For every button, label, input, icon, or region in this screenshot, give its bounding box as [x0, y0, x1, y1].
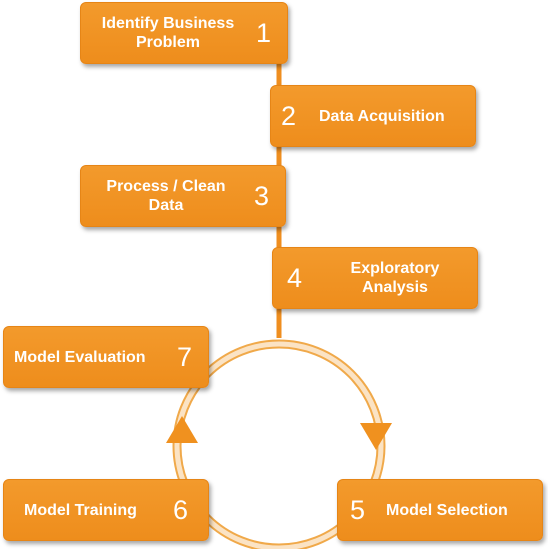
step-model-selection: 5 Model Selection [337, 479, 543, 541]
step-number: 5 [350, 494, 366, 525]
arrow-up-icon [166, 416, 198, 443]
step-number: 6 [172, 494, 188, 525]
step-label: Model Evaluation [14, 348, 146, 366]
step-number: 7 [176, 341, 192, 372]
step-number: 4 [287, 262, 303, 293]
step-model-evaluation: Model Evaluation 7 [3, 326, 209, 388]
step-label: Process / Clean Data [106, 178, 226, 214]
step-identify-business-problem: Identify Business Problem 1 [80, 2, 288, 64]
step-model-training: Model Training 6 [3, 479, 209, 541]
step-process-clean-data: Process / Clean Data 3 [80, 165, 286, 227]
step-number: 3 [253, 180, 269, 211]
step-label: Exploratory Analysis [350, 260, 440, 296]
arrow-down-icon [360, 423, 392, 450]
step-exploratory-analysis: 4 Exploratory Analysis [272, 247, 478, 309]
step-label: Identify Business Problem [101, 15, 235, 51]
step-label: Model Training [24, 501, 137, 519]
cycle-ring [174, 341, 384, 549]
step-label: Model Selection [386, 501, 508, 519]
step-number: 1 [255, 17, 271, 48]
step-number: 2 [281, 100, 297, 131]
step-label: Data Acquisition [319, 107, 445, 125]
step-data-acquisition: 2 Data Acquisition [270, 85, 476, 147]
